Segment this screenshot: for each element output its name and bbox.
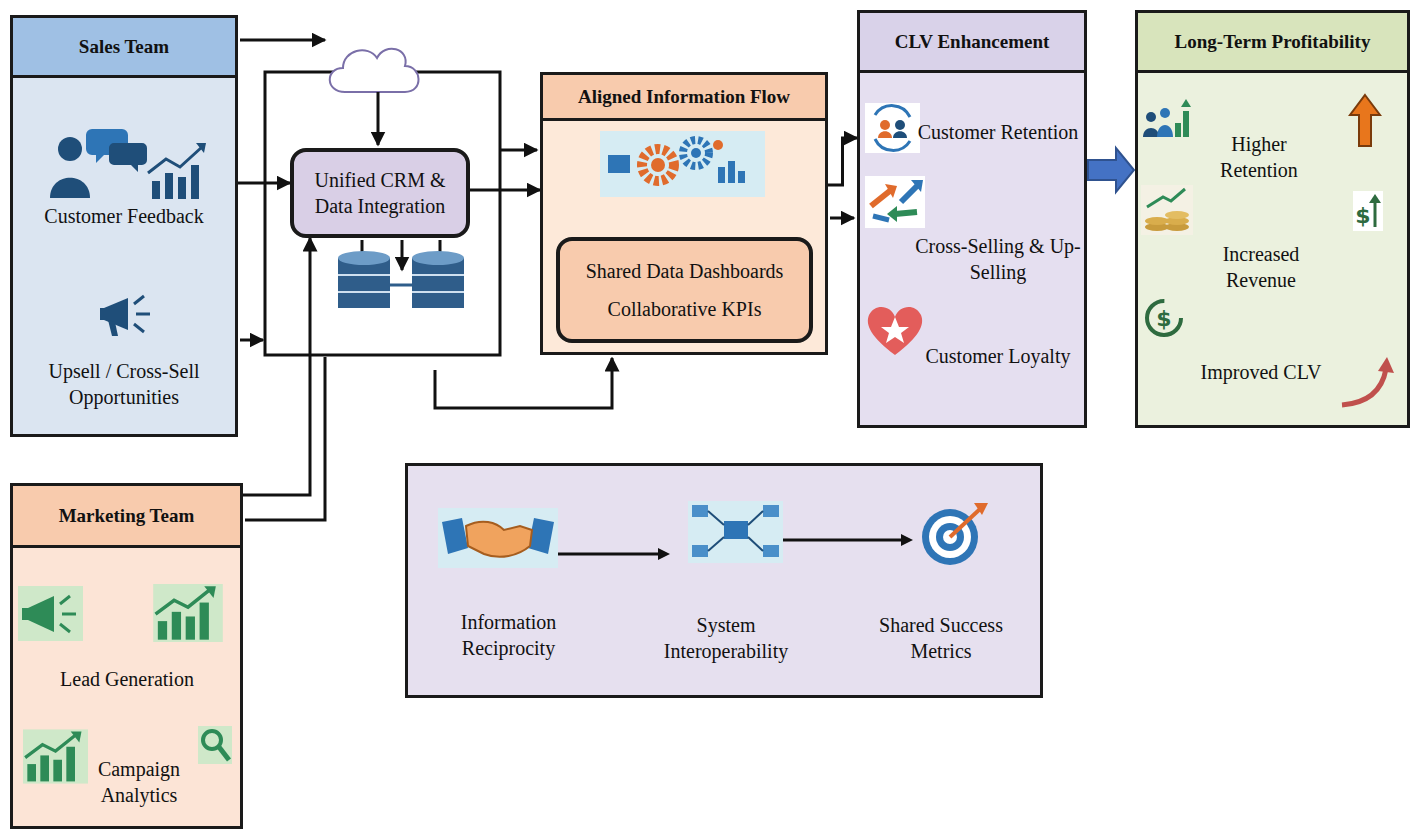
team-panel: Sales TeamCustomer FeedbackUpsell / Cros… — [10, 15, 238, 437]
cloud-icon — [330, 49, 419, 92]
sales-frame-arrow — [240, 339, 263, 342]
curve-arrow-icon — [1338, 353, 1398, 413]
loyalty-icon — [865, 303, 925, 358]
panel-heading: Aligned Information Flow — [543, 75, 825, 121]
target-icon — [916, 501, 991, 569]
retention-icon — [865, 103, 920, 153]
megaphone-icon — [98, 288, 158, 343]
item-label: Customer Feedback — [17, 203, 231, 229]
connector-arrow — [470, 189, 540, 192]
item-label: System Interoperability — [646, 612, 806, 664]
panel-heading: Marketing Team — [13, 486, 240, 548]
dollar-cycle-icon: $ — [1141, 295, 1187, 341]
item-label: Increased Revenue — [1186, 241, 1336, 293]
up-arrow-icon — [1348, 93, 1382, 148]
sales-cloud-arrow — [240, 39, 325, 42]
growth-people-icon — [1141, 97, 1193, 143]
item-label: Customer Retention — [915, 119, 1081, 145]
team-panel: Marketing TeamLead GenerationCampaign An… — [10, 483, 243, 829]
outcome-panel: CLV EnhancementCustomer RetentionCross-S… — [857, 10, 1087, 428]
box-label: Unified CRM & Data Integration — [302, 167, 458, 219]
handshake-icon — [438, 508, 558, 568]
feedback-path — [435, 358, 612, 408]
panel-heading: Long-Term Profitability — [1138, 13, 1407, 73]
box-label: Shared Data Dashboards — [586, 258, 784, 284]
cross-sell-icon — [865, 176, 925, 228]
svg-text:$: $ — [1355, 203, 1370, 228]
svg-text:$: $ — [1156, 306, 1171, 331]
integration-frame — [265, 72, 500, 355]
chart-icon — [153, 584, 223, 642]
item-label: Campaign Analytics — [85, 756, 193, 808]
db-arrow — [401, 240, 404, 270]
flow-arrow — [500, 149, 537, 152]
outcome-panel: $ $ Long-Term ProfitabilityHigher Retent… — [1135, 10, 1410, 428]
feedback-icon — [48, 123, 208, 203]
block-arrow — [1088, 148, 1134, 192]
flow-arrow — [830, 217, 854, 220]
connector-arrow — [238, 182, 290, 185]
item-label: Customer Loyalty — [915, 343, 1081, 369]
network-icon — [688, 501, 783, 563]
process-box: Unified CRM & Data Integration — [290, 148, 470, 238]
item-label: Higher Retention — [1196, 131, 1322, 183]
dollar-up-icon: $ — [1353, 191, 1383, 231]
cloud-arrow — [377, 92, 380, 145]
connector-arrow — [243, 238, 310, 495]
item-label: Information Reciprocity — [426, 609, 591, 661]
item-label: Improved CLV — [1186, 359, 1336, 385]
panel-heading: CLV Enhancement — [860, 13, 1084, 73]
step-arrow — [558, 546, 670, 562]
connector-arrow — [828, 138, 857, 185]
principles-box: Information Reciprocity System Interopera… — [405, 463, 1043, 698]
item-label: Lead Generation — [21, 666, 233, 692]
item-label: Cross-Selling & Up-Selling — [915, 233, 1081, 285]
item-label: Upsell / Cross-Sell Opportunities — [23, 358, 225, 410]
chart-icon — [23, 729, 88, 784]
megaphone-icon — [18, 586, 83, 641]
panel-heading: Sales Team — [13, 18, 235, 78]
box-label: Collaborative KPIs — [608, 296, 762, 322]
flow-panel: Shared Data DashboardsCollaborative KPIs… — [540, 72, 828, 355]
coins-icon — [1141, 185, 1193, 235]
item-label: Shared Success Metrics — [851, 612, 1031, 664]
database-icon — [338, 251, 464, 308]
magnifier-icon — [198, 726, 232, 764]
dashboard-box: Shared Data DashboardsCollaborative KPIs — [556, 237, 813, 343]
step-arrow — [783, 532, 913, 548]
gears-icon — [600, 131, 765, 197]
